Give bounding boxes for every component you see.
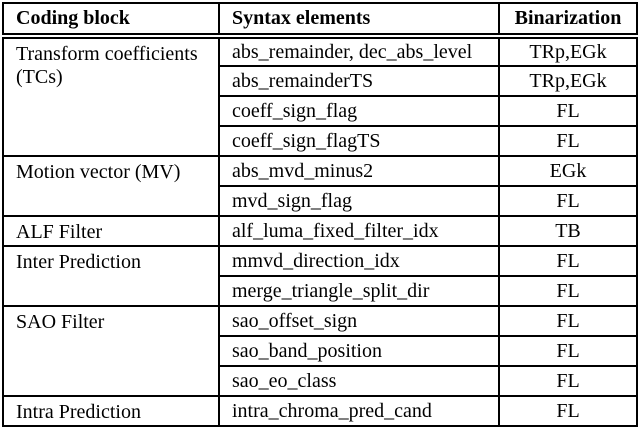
syntax-cell: coeff_sign_flag [218, 95, 499, 126]
syntax-cell: mvd_sign_flag [218, 185, 499, 216]
syntax-cell: merge_triangle_split_dir [218, 275, 499, 306]
syntax-cell: abs_remainderTS [218, 65, 499, 96]
table-row: Motion vector (MV) abs_mvd_minus2 EGk [2, 155, 637, 216]
coding-block-cell: SAO Filter [2, 305, 219, 396]
syntax-cell: abs_remainder, dec_abs_level [218, 35, 499, 66]
syntax-cell: abs_mvd_minus2 [218, 155, 499, 186]
binarization-cell: TRp,EGk [498, 35, 637, 66]
coding-block-cell: Inter Prediction [2, 245, 219, 306]
col-header-syntax-elements: Syntax elements [218, 3, 499, 39]
table-row: sao_band_position FL [3, 335, 637, 366]
binarization-cell: TB [498, 215, 637, 246]
coding-block-cell: Motion vector (MV) [2, 155, 219, 216]
table-row: coeff_sign_flag FL [3, 95, 637, 126]
table-row: ALF Filter alf_luma_fixed_filter_idx TB [2, 215, 637, 246]
binarization-table: Coding block Syntax elements Binarizatio… [2, 2, 638, 427]
table-row: Inter Prediction mmvd_direction_idx FL [2, 245, 637, 306]
binarization-cell: TRp,EGk [498, 65, 637, 96]
binarization-cell: FL [498, 365, 637, 396]
coding-block-cell: Transform coefficients (TCs) [2, 35, 219, 156]
table-row: sao_eo_class FL [3, 365, 637, 396]
table-row: Transform coefficients (TCs) abs_remaind… [2, 35, 637, 156]
binarization-cell: FL [498, 125, 637, 156]
coding-block-cell: ALF Filter [2, 215, 219, 246]
table-row: abs_remainderTS TRp,EGk [3, 65, 637, 96]
binarization-cell: FL [498, 305, 637, 336]
table-row: mvd_sign_flag FL [3, 185, 637, 216]
binarization-cell: FL [498, 245, 637, 276]
syntax-cell: mmvd_direction_idx [218, 245, 499, 276]
binarization-cell: EGk [498, 155, 637, 186]
col-header-binarization: Binarization [498, 3, 637, 39]
syntax-cell: sao_band_position [218, 335, 499, 366]
binarization-cell: FL [498, 395, 637, 426]
coding-block-cell: Intra Prediction [2, 395, 219, 426]
table-row: merge_triangle_split_dir FL [3, 275, 637, 306]
syntax-cell: alf_luma_fixed_filter_idx [218, 215, 499, 246]
table-row: Intra Prediction intra_chroma_pred_cand … [2, 395, 637, 426]
syntax-cell: sao_offset_sign [218, 305, 499, 336]
syntax-cell: coeff_sign_flagTS [218, 125, 499, 156]
syntax-cell: intra_chroma_pred_cand [218, 395, 499, 426]
binarization-cell: FL [498, 95, 637, 126]
header-row: Coding block Syntax elements Binarizatio… [2, 3, 637, 39]
table-row: SAO Filter sao_offset_sign FL [2, 305, 637, 396]
binarization-cell: FL [498, 335, 637, 366]
col-header-coding-block: Coding block [2, 3, 219, 39]
syntax-cell: sao_eo_class [218, 365, 499, 396]
binarization-cell: FL [498, 275, 637, 306]
table-row: coeff_sign_flagTS FL [3, 125, 637, 156]
binarization-cell: FL [498, 185, 637, 216]
